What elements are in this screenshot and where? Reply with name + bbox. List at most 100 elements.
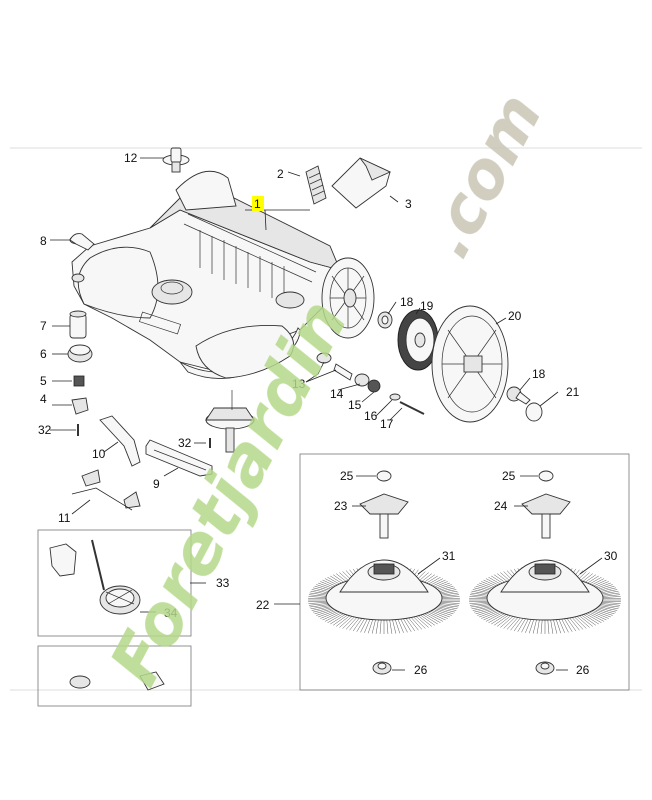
part-24-hub xyxy=(521,470,571,539)
brush-bristle xyxy=(425,612,444,622)
brush-bristle xyxy=(408,617,419,631)
leader-lines xyxy=(50,157,603,671)
label-15: 15 xyxy=(348,398,362,412)
brush-bristle xyxy=(491,613,507,625)
label-26-left: 26 xyxy=(414,663,428,677)
brush-bristle xyxy=(379,619,382,634)
label-33: 33 xyxy=(216,576,230,590)
brush-bristle xyxy=(311,605,333,611)
brush-drive-under-housing xyxy=(205,390,255,453)
brush-bristle xyxy=(517,618,526,632)
label-9: 9 xyxy=(153,477,160,491)
brush-bristle xyxy=(309,603,332,608)
part-5-spring xyxy=(73,375,85,387)
label-25-left: 25 xyxy=(340,469,354,483)
brush-bristle xyxy=(437,602,460,606)
part-17-pin xyxy=(399,401,425,415)
brush-31 xyxy=(308,559,460,634)
brush-bristle xyxy=(432,608,452,616)
brush-bristle xyxy=(333,614,349,626)
label-13: 13 xyxy=(292,377,306,391)
brush-bristle xyxy=(513,618,524,632)
brush-bristle xyxy=(433,607,454,615)
brush-bristle xyxy=(485,612,504,622)
brush-bristle xyxy=(436,604,458,610)
brush-bristle xyxy=(339,615,353,628)
label-17: 17 xyxy=(380,417,394,431)
label-11: 11 xyxy=(58,511,71,525)
brush-bristle xyxy=(394,619,401,634)
part-20-wheel xyxy=(431,305,509,423)
brush-bristle xyxy=(349,617,360,631)
brush-bristle xyxy=(429,610,448,619)
part-3-cover xyxy=(331,157,392,209)
brush-bristle xyxy=(471,604,493,610)
brush-bristle xyxy=(470,603,493,608)
brush-bristle xyxy=(500,615,514,628)
brush-bristle xyxy=(320,610,339,619)
label-20: 20 xyxy=(508,309,522,323)
brush-bristle xyxy=(386,619,389,634)
drive-wheel-left xyxy=(321,257,375,339)
label-7: 7 xyxy=(40,319,47,333)
brush-bristle xyxy=(324,612,343,622)
part-21-bolt xyxy=(515,391,543,422)
brush-bristle xyxy=(435,605,457,611)
brush-bristle xyxy=(576,615,590,628)
brush-bristle xyxy=(596,605,618,611)
part-19-gear-wheel xyxy=(397,309,439,371)
brush-bristle xyxy=(424,613,441,623)
part-10-lever xyxy=(99,415,141,467)
brush-bristle xyxy=(528,619,535,634)
brush-bristle xyxy=(403,618,412,632)
watermark-domain: .com xyxy=(411,82,558,269)
brush-bristle xyxy=(506,617,519,630)
brush-bristle xyxy=(547,619,550,634)
part-16-washer xyxy=(389,393,401,401)
brush-bristle xyxy=(593,608,613,616)
brush-bristle xyxy=(336,615,351,627)
label-2: 2 xyxy=(277,167,284,181)
part-11-clips xyxy=(71,469,141,511)
brush-bristle xyxy=(371,619,376,634)
label-18-bottom: 18 xyxy=(532,367,546,381)
brush-bristle xyxy=(590,610,609,619)
label-30: 30 xyxy=(604,549,618,563)
brush-bristle xyxy=(375,619,379,634)
brush-bristle xyxy=(392,619,397,634)
brush-bristle xyxy=(345,617,358,630)
brush-bristle xyxy=(586,612,605,622)
brush-bristle xyxy=(564,618,573,632)
brush-bristle xyxy=(583,613,599,625)
brush-bristle xyxy=(558,619,565,633)
brush-bristle xyxy=(410,617,423,630)
brush-30 xyxy=(469,559,621,634)
brush-bristle xyxy=(503,616,516,629)
brush-bristle xyxy=(427,611,446,621)
label-12: 12 xyxy=(124,151,138,165)
part-13-axle xyxy=(316,352,353,381)
label-5: 5 xyxy=(40,374,47,388)
label-1-highlight xyxy=(252,196,264,211)
brush-bristle xyxy=(521,618,529,633)
part-23-hub xyxy=(359,470,409,539)
part-15-gear xyxy=(367,379,381,393)
brush-bristle xyxy=(481,610,500,619)
brush-bristle xyxy=(595,606,617,613)
brush-bristle xyxy=(555,619,562,634)
brush-bristle xyxy=(477,608,497,616)
kit-22-frame xyxy=(299,453,630,691)
brush-bristle xyxy=(352,618,363,632)
brush-bristle xyxy=(356,618,365,632)
brush-bristle xyxy=(597,604,619,610)
brush-bristle xyxy=(553,619,558,634)
brush-bristle xyxy=(561,618,569,633)
brush-bristle xyxy=(310,604,332,610)
brush-bristle xyxy=(594,607,615,615)
brush-bristle xyxy=(415,615,429,628)
brush-bristle xyxy=(417,615,432,627)
brush-bristle xyxy=(360,618,368,633)
brush-bristle xyxy=(469,602,492,606)
brush-bristle xyxy=(536,619,540,634)
